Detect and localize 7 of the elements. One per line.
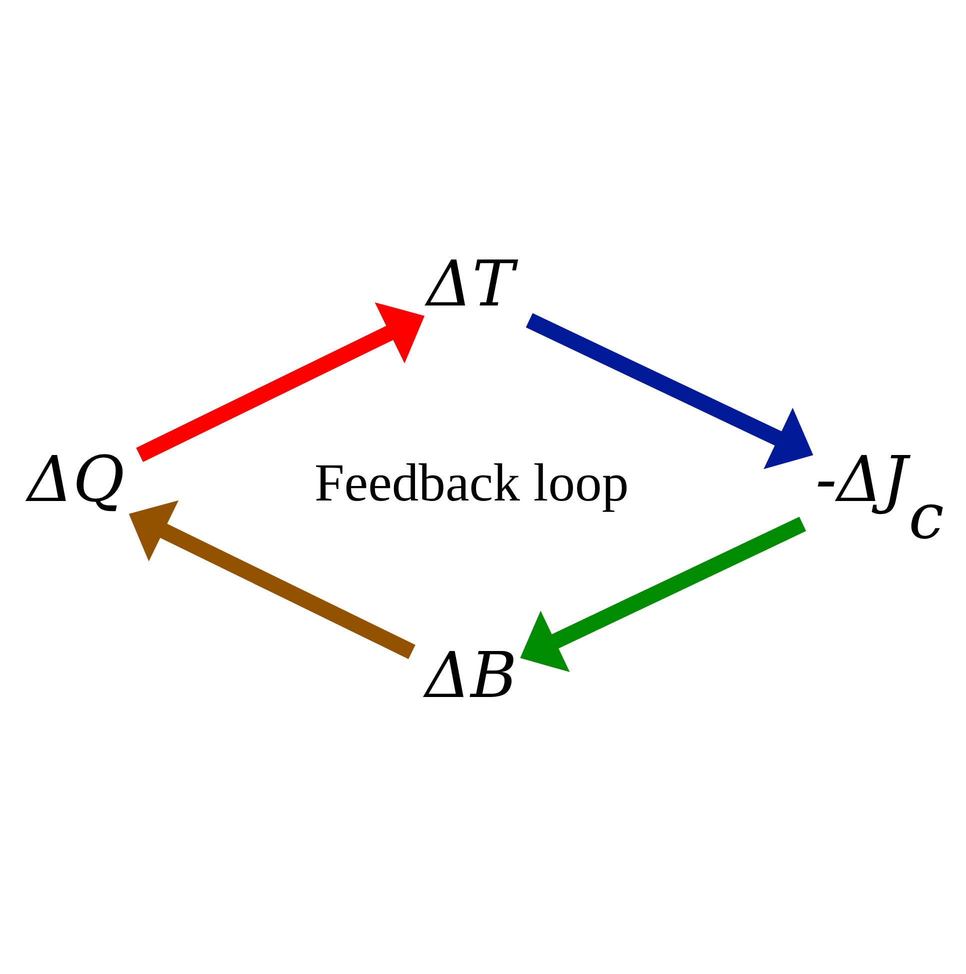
arrow [128, 500, 416, 660]
node-text: ΔQ [27, 442, 125, 516]
arrow [520, 516, 806, 672]
arrow [526, 313, 814, 470]
arrow [136, 302, 425, 462]
node-text: ΔB [425, 638, 517, 712]
label: Feedback loop [314, 452, 629, 513]
